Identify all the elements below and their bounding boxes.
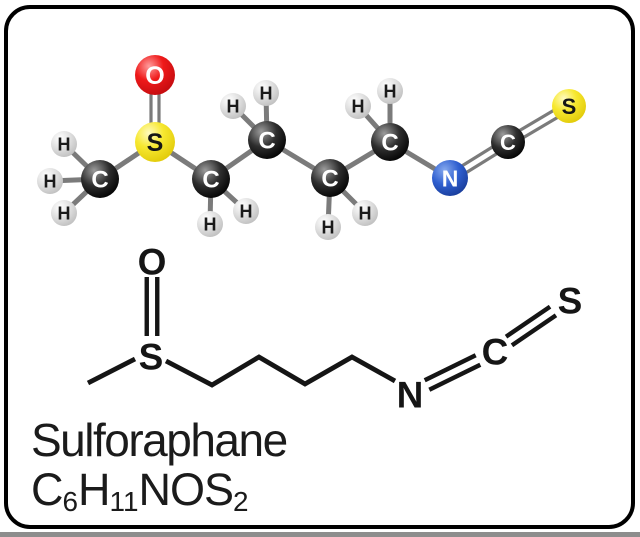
atom-label: H xyxy=(58,203,71,223)
atom-carbon: C xyxy=(491,125,525,159)
skeletal-formula: O S N C S xyxy=(86,241,583,415)
molecule-name: Sulforaphane xyxy=(31,414,288,466)
ball-model-bonds xyxy=(49,75,572,228)
atom-ball xyxy=(135,122,175,162)
atom-label: H xyxy=(227,96,240,116)
atom-carbon: C xyxy=(311,159,349,197)
atom-label: C xyxy=(258,128,275,155)
atom-hydrogen: H xyxy=(197,211,223,237)
atom-ball xyxy=(311,159,349,197)
atom-label: H xyxy=(352,96,365,116)
skeletal-double-bond xyxy=(428,362,482,392)
atom-hydrogen: H xyxy=(377,78,403,104)
skeletal-atom-label: C xyxy=(482,331,509,372)
skeletal-double-bond xyxy=(504,304,552,339)
atom-label: H xyxy=(260,83,273,103)
caption: Sulforaphane C6H11NOS2 xyxy=(31,414,288,519)
formula-subscript: 6 xyxy=(62,486,79,518)
atom-hydrogen: H xyxy=(345,93,371,119)
atom-ball xyxy=(220,93,246,119)
atom-label: S xyxy=(147,129,164,157)
skeletal-double-bond xyxy=(423,353,477,383)
atom-ball xyxy=(315,214,341,240)
atom-carbon: C xyxy=(192,160,230,198)
atom-ball xyxy=(37,168,63,194)
atom-label: H xyxy=(44,171,57,191)
formula-part: H xyxy=(78,464,110,515)
atom-label: C xyxy=(202,167,219,194)
atom-hydrogen: H xyxy=(253,80,279,106)
atom-ball xyxy=(233,198,259,224)
atom-label: C xyxy=(500,130,516,155)
atom-sulfur: S xyxy=(135,122,175,162)
atom-carbon: C xyxy=(81,160,119,198)
atom-ball xyxy=(192,160,230,198)
atom-ball xyxy=(51,131,77,157)
atom-hydrogen: H xyxy=(220,93,246,119)
atom-hydrogen: H xyxy=(37,168,63,194)
atom-label: H xyxy=(240,201,253,221)
atom-hydrogen: H xyxy=(51,131,77,157)
atom-label: C xyxy=(381,130,398,157)
atom-sulfur: S xyxy=(552,89,586,123)
formula-subscript: 11 xyxy=(109,486,139,518)
atom-label: H xyxy=(359,203,372,223)
atom-ball xyxy=(197,211,223,237)
skeletal-atom-label: S xyxy=(558,280,583,321)
atom-label: H xyxy=(384,81,397,101)
atom-label: H xyxy=(322,217,335,237)
atom-ball xyxy=(552,89,586,123)
formula-part: NOS xyxy=(138,464,234,515)
atom-ball xyxy=(352,200,378,226)
atom-ball xyxy=(248,121,286,159)
atom-carbon: C xyxy=(371,123,409,161)
atom-ball xyxy=(51,200,77,226)
atom-ball xyxy=(491,125,525,159)
atom-nitrogen: N xyxy=(432,160,468,196)
formula-subscript: 2 xyxy=(232,486,249,518)
formula-part: C xyxy=(31,464,63,515)
skeletal-atom-label: N xyxy=(397,374,424,415)
atom-carbon: C xyxy=(248,121,286,159)
atom-label: C xyxy=(91,167,108,194)
atom-ball xyxy=(345,93,371,119)
atom-label: O xyxy=(145,62,164,90)
atom-ball xyxy=(432,160,468,196)
atom-label: C xyxy=(321,166,338,193)
atom-hydrogen: H xyxy=(315,214,341,240)
atom-ball xyxy=(371,123,409,161)
atom-oxygen: O xyxy=(135,55,175,95)
skeletal-atom-label: O xyxy=(138,241,167,282)
atom-label: H xyxy=(204,214,217,234)
molecule-formula: C6H11NOS2 xyxy=(31,467,287,519)
skeletal-bond xyxy=(164,354,397,388)
skeletal-double-bond xyxy=(510,313,558,348)
atom-ball xyxy=(377,78,403,104)
atom-hydrogen: H xyxy=(352,200,378,226)
atom-ball xyxy=(253,80,279,106)
bottom-edge-strip xyxy=(0,532,640,537)
atom-hydrogen: H xyxy=(51,200,77,226)
atom-label: H xyxy=(58,134,71,154)
skeletal-bond xyxy=(86,356,137,386)
skeletal-atom-label: S xyxy=(139,336,164,377)
atom-hydrogen: H xyxy=(233,198,259,224)
atom-label: N xyxy=(442,165,459,191)
atom-ball xyxy=(135,55,175,95)
atom-ball xyxy=(81,160,119,198)
rounded-border-frame xyxy=(4,5,635,529)
atom-label: S xyxy=(562,94,577,119)
